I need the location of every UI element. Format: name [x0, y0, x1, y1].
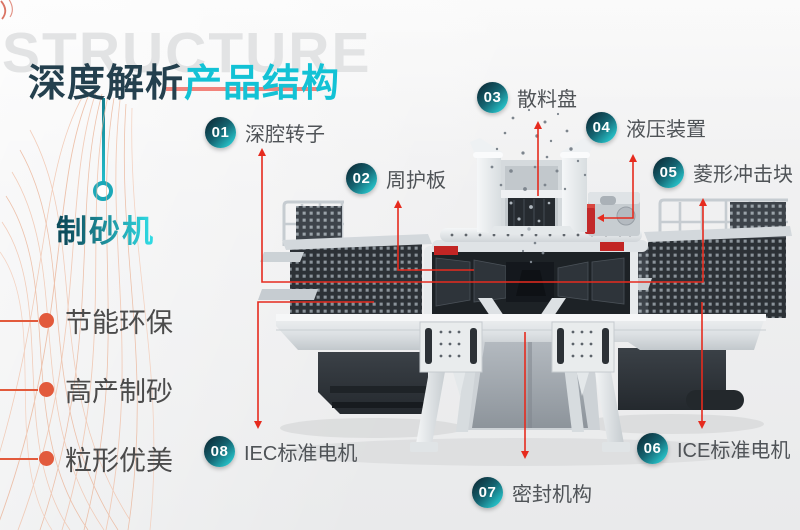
callout-04-badge: 04 [586, 112, 617, 143]
callout-06-number: 06 [643, 440, 662, 457]
callout-08-badge: 08 [204, 436, 235, 467]
callout-04-label: 液压装置 [626, 119, 706, 141]
callout-06: 06 ICE标准电机 [637, 433, 790, 464]
feature-line [0, 319, 38, 322]
callout-05-badge: 05 [653, 157, 684, 188]
feature-dot [39, 313, 54, 328]
callout-07-label: 密封机构 [512, 484, 592, 506]
callout-05: 05 菱形冲击块 [653, 157, 793, 188]
callout-03-number: 03 [483, 89, 502, 106]
feature-item-3: 粒形优美 [0, 446, 173, 476]
chassis-left [318, 352, 430, 414]
callout-07-number: 07 [478, 484, 497, 501]
feature-label: 粒形优美 [65, 446, 173, 476]
feature-line [0, 388, 38, 391]
crusher-housing [424, 228, 648, 322]
callout-03-label: 散料盘 [517, 89, 577, 111]
callout-02-label: 周护板 [386, 170, 446, 192]
feature-label: 高产制砂 [65, 377, 173, 407]
callout-07: 07 密封机构 [472, 477, 592, 508]
callout-01-badge: 01 [205, 117, 236, 148]
callout-01: 01 深腔转子 [205, 117, 325, 148]
callout-04-number: 04 [592, 119, 611, 136]
callout-04: 04 液压装置 [586, 112, 706, 143]
feature-item-2: 高产制砂 [0, 377, 173, 407]
callout-08: 08 IEC标准电机 [204, 436, 357, 467]
callout-05-number: 05 [659, 164, 678, 181]
callout-05-label: 菱形冲击块 [693, 164, 793, 186]
feature-dot [39, 451, 54, 466]
feature-label: 节能环保 [65, 308, 173, 338]
callout-01-label: 深腔转子 [245, 124, 325, 146]
callout-06-badge: 06 [637, 433, 668, 464]
feature-line [0, 457, 38, 460]
page-title: 深度解析产品结构 [28, 52, 340, 107]
red-clamp-right [600, 242, 624, 251]
callout-02-badge: 02 [346, 163, 377, 194]
feed-hopper [470, 138, 640, 236]
title-accent: 产品结构 [184, 63, 341, 105]
red-clamp-left [434, 246, 458, 255]
feature-dot [39, 382, 54, 397]
callout-03-badge: 03 [477, 82, 508, 113]
callout-08-label: IEC标准电机 [244, 443, 358, 465]
bolt-plate-left [419, 321, 483, 373]
callout-07-badge: 07 [472, 477, 503, 508]
callout-02-number: 02 [352, 170, 371, 187]
callout-03: 03 散料盘 [477, 82, 577, 113]
callout-08-number: 08 [210, 443, 229, 460]
feature-item-1: 节能环保 [0, 308, 173, 338]
callout-02: 02 周护板 [346, 163, 446, 194]
bolt-plate-right [551, 321, 615, 373]
callout-01-number: 01 [211, 124, 230, 141]
chassis-right [618, 348, 744, 410]
title-primary: 深度解析 [28, 63, 185, 105]
product-name: 制砂机 [56, 206, 155, 251]
callout-06-label: ICE标准电机 [677, 440, 791, 462]
